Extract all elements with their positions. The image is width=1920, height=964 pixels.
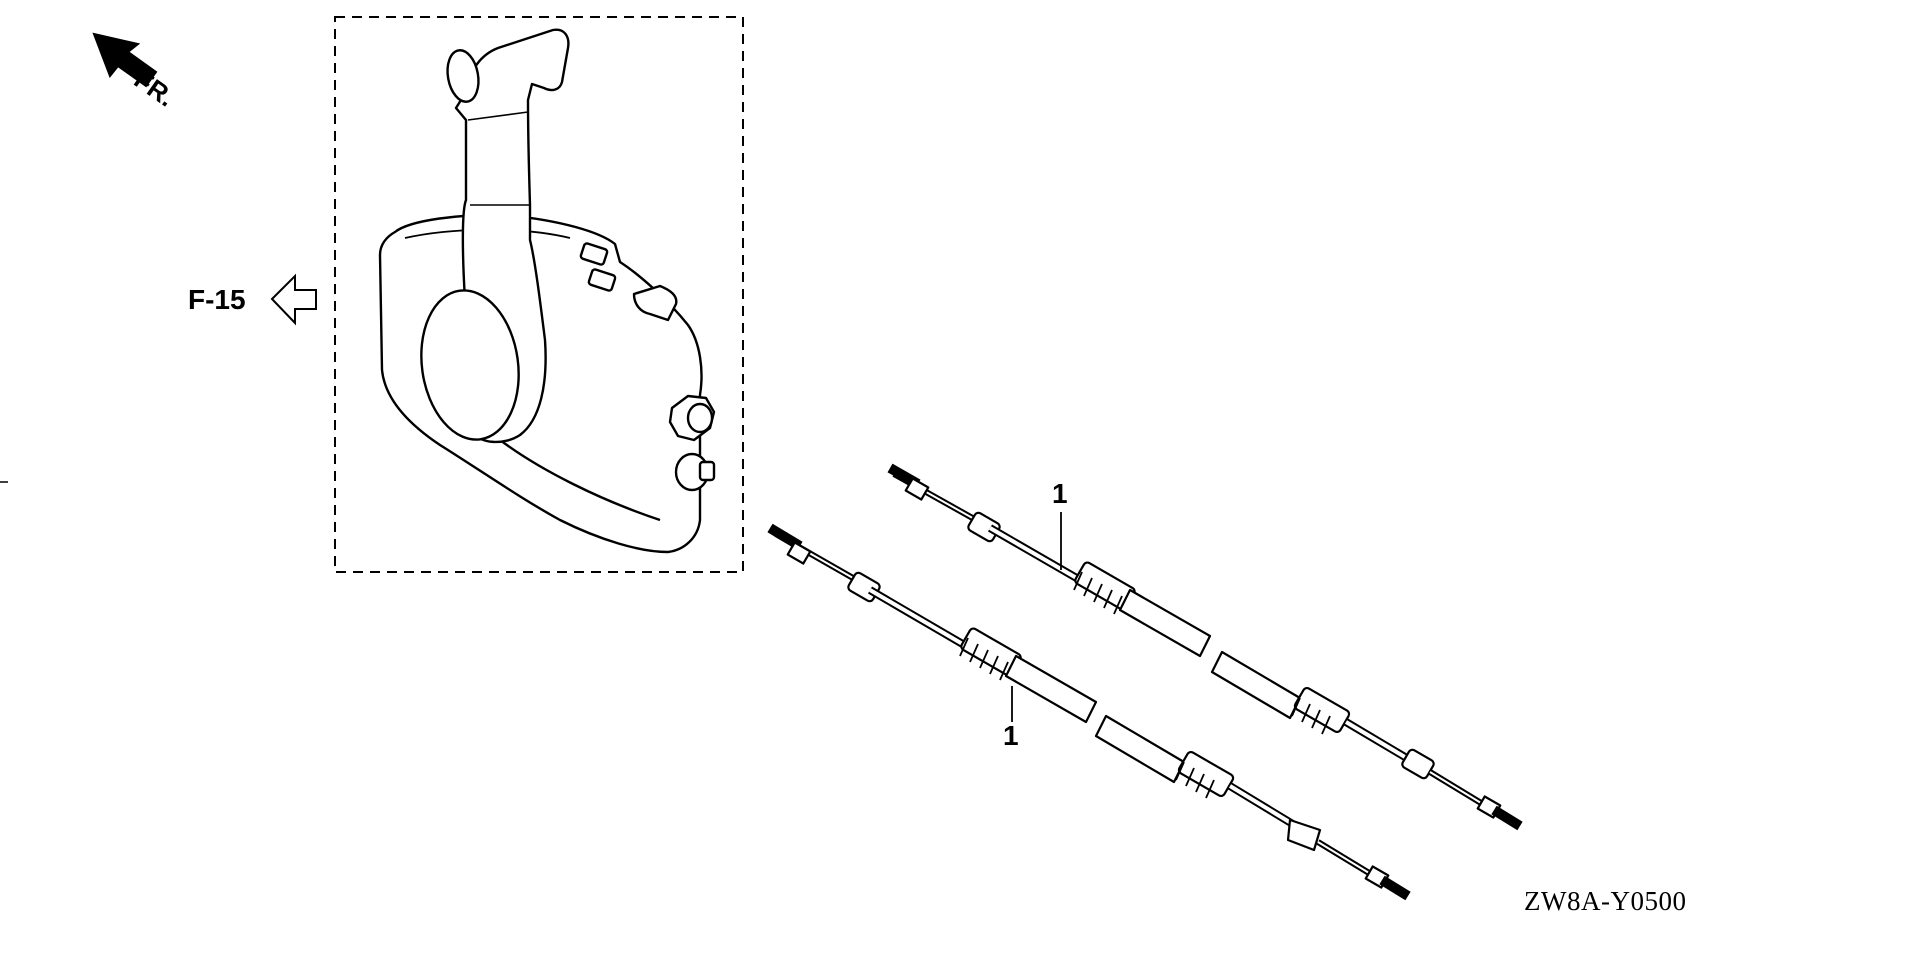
callout-number-b: 1 — [1003, 720, 1019, 751]
remote-control-boundary — [334, 16, 744, 573]
control-cable-a — [887, 463, 1523, 831]
callout-number-a: 1 — [1052, 478, 1068, 509]
reference-label: F-15 — [188, 284, 246, 315]
control-cable-b — [767, 523, 1411, 901]
reference-arrow-icon — [270, 273, 317, 326]
diagram-code: ZW8A-Y0500 — [1524, 886, 1687, 916]
remote-control-box — [378, 28, 716, 554]
front-direction-arrow-icon — [92, 32, 158, 88]
